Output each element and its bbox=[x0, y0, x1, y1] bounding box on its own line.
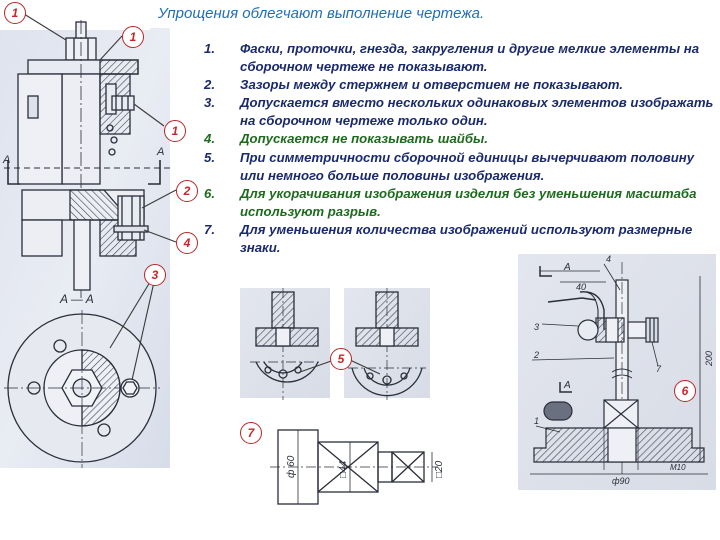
dimension-label: A bbox=[563, 380, 571, 391]
position-label: 7 bbox=[656, 364, 662, 374]
leader-lines bbox=[299, 359, 381, 375]
dimension-label: М10 bbox=[670, 463, 686, 472]
dimension-label: 200 bbox=[704, 351, 714, 367]
slide-title: Упрощения облегчают выполнение чертежа. bbox=[158, 5, 485, 22]
rule-text: Зазоры между стержнем и отверстием не по… bbox=[240, 77, 623, 93]
section-label: A bbox=[2, 154, 10, 166]
badge-simplification-1: 1 bbox=[122, 26, 144, 48]
badge-simplification-2: 2 bbox=[176, 180, 198, 202]
position-label: 2 bbox=[533, 350, 539, 360]
rule-number: 4. bbox=[204, 131, 215, 147]
dimension-label: A bbox=[563, 262, 571, 273]
rule-text: Допускается вместо нескольких одинаковых… bbox=[240, 95, 714, 129]
dimension-label: ф 60 bbox=[285, 455, 297, 478]
symmetry-drawing-half bbox=[250, 288, 322, 400]
scan-background bbox=[258, 418, 454, 524]
rule-text: Для укорачивания изображения изделия без… bbox=[240, 185, 697, 219]
section-label: A bbox=[156, 146, 164, 158]
dimension-label: 40 bbox=[576, 282, 586, 292]
rule-text: Фаски, проточки, гнезда, закругления и д… bbox=[240, 41, 700, 75]
rules-list: 1. Фаски, проточки, гнезда, закругления и… bbox=[204, 40, 714, 257]
rule-text: Допускается не показывать шайбы. bbox=[240, 131, 488, 147]
shaft-top bbox=[4, 20, 170, 300]
rule-number: 2. bbox=[204, 77, 215, 93]
symmetry-drawing-full bbox=[348, 288, 426, 400]
section-title: A — A bbox=[59, 292, 94, 306]
rule-text: Для уменьшения количества изображений ис… bbox=[240, 221, 693, 256]
leader-lines bbox=[23, 13, 177, 381]
dimension-label: □20 bbox=[434, 460, 445, 478]
position-label: 3 bbox=[534, 322, 539, 332]
rule-text: При симметричности сборочной единицы выч… bbox=[240, 149, 695, 183]
rule-item: 6. Для укорачивания изображения изделия б… bbox=[204, 185, 714, 221]
rule-number: 7. bbox=[204, 221, 215, 237]
rule-item: 5. При симметричности сборочной единицы в… bbox=[204, 149, 714, 185]
badge-simplification-1: 1 bbox=[4, 2, 26, 24]
rule-number: 6. bbox=[204, 185, 215, 201]
rule-number: 5. bbox=[204, 149, 215, 165]
tool-drawing-right bbox=[530, 262, 708, 476]
badge-simplification-7: 7 bbox=[240, 422, 262, 444]
position-label: 1 bbox=[534, 416, 539, 426]
flange-section-view bbox=[4, 310, 160, 468]
rule-item: 1. Фаски, проточки, гнезда, закругления и… bbox=[204, 40, 714, 76]
badge-simplification-1: 1 bbox=[164, 120, 186, 142]
rule-item: 7. Для уменьшения количества изображений … bbox=[204, 221, 714, 257]
badge-simplification-5: 5 bbox=[330, 348, 352, 370]
dimension-label: ф90 bbox=[612, 476, 630, 486]
rule-item: 3. Допускается вместо нескольких одинаков… bbox=[204, 94, 714, 130]
rule-number: 1. bbox=[204, 41, 215, 56]
rule-item: 2. Зазоры между стержнем и отверстием не … bbox=[204, 76, 714, 94]
badge-simplification-4: 4 bbox=[176, 232, 198, 254]
dimension-sign-drawing bbox=[270, 429, 438, 505]
position-label: 4 bbox=[606, 254, 611, 264]
dimension-label: □44 bbox=[338, 460, 349, 478]
rule-item: 4. Допускается не показывать шайбы. bbox=[204, 130, 714, 148]
badge-simplification-3: 3 bbox=[144, 264, 166, 286]
badge-simplification-6: 6 bbox=[674, 380, 696, 402]
rule-number: 3. bbox=[204, 95, 215, 111]
